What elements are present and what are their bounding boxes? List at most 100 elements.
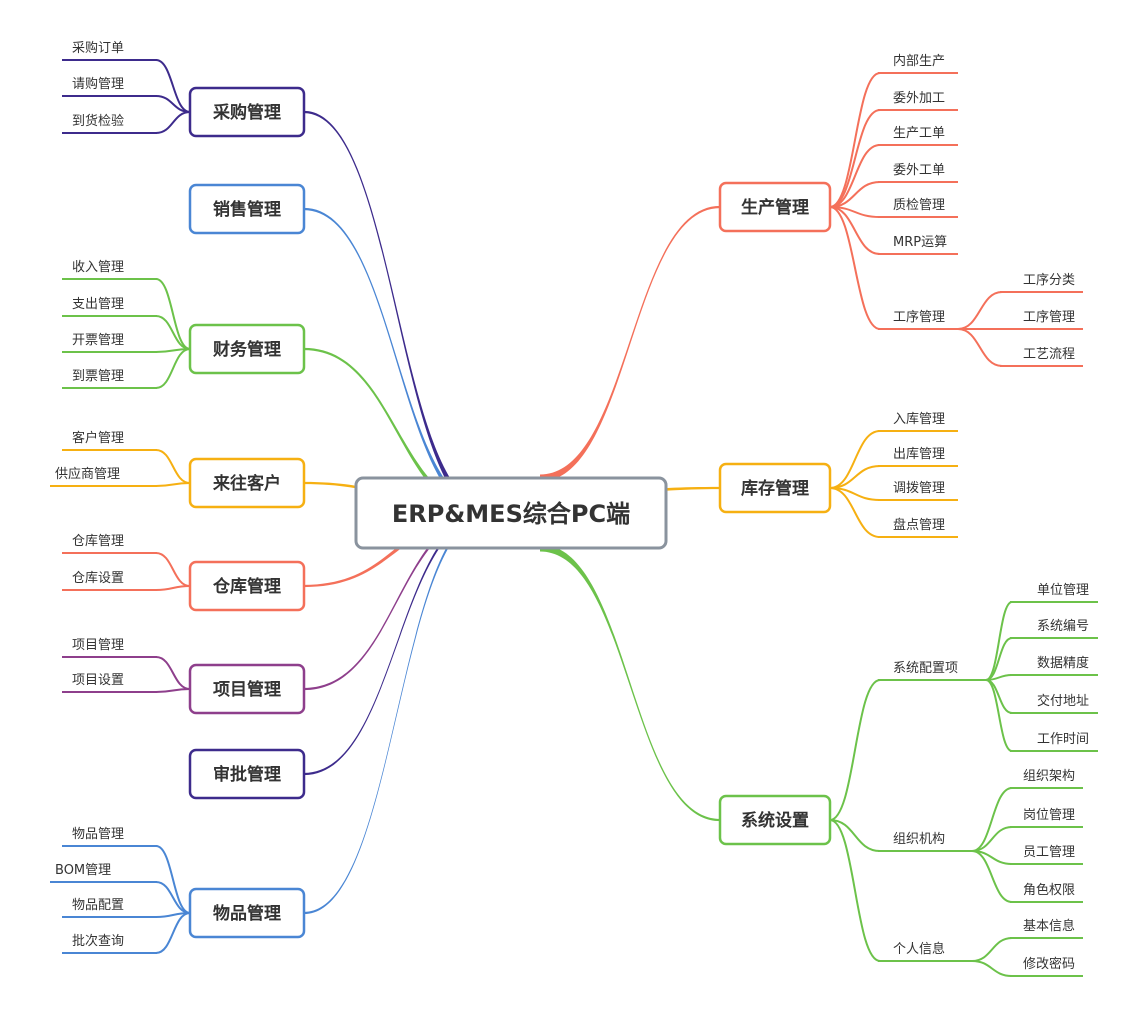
topic-label: 采购管理	[212, 102, 281, 123]
branch-connector	[829, 72, 881, 208]
topic-inventory[interactable]: 库存管理	[718, 462, 832, 514]
branch-connector	[155, 912, 191, 954]
sub-leaf-item: 修改密码	[1023, 956, 1075, 972]
branch-connector	[971, 937, 1013, 962]
topic-box	[718, 462, 832, 514]
branch-connector	[985, 679, 1013, 714]
branch-connectors	[50, 59, 1098, 977]
topic-label: 来往客户	[212, 473, 281, 494]
trunk-connector	[304, 511, 490, 776]
topic-customers[interactable]: 来往客户	[188, 457, 306, 509]
topic-box	[188, 323, 306, 375]
sub-leaf-item: 角色权限	[1023, 882, 1075, 898]
sub-leaf-item: 岗位管理	[1023, 808, 1075, 823]
branch-connector	[155, 845, 191, 914]
branch-connector	[829, 679, 881, 821]
trunk-connector	[304, 510, 490, 915]
leaf-item: 供应商管理	[55, 466, 120, 482]
leaf-item: 委外工单	[893, 163, 945, 178]
sub-leaf-item: 员工管理	[1023, 845, 1075, 860]
leaf-item: 质检管理	[893, 198, 945, 213]
leaf-item: 开票管理	[72, 333, 124, 348]
leaf-item: 项目管理	[72, 638, 124, 653]
leaf-item: 系统配置项	[893, 661, 958, 676]
leaf-item: BOM管理	[55, 863, 111, 878]
branch-connector	[829, 819, 881, 962]
sub-leaf-item: 数据精度	[1037, 655, 1089, 671]
topic-label: 生产管理	[741, 197, 809, 218]
topic-box	[188, 560, 306, 612]
leaf-item: 项目设置	[72, 673, 124, 688]
branch-connector	[985, 601, 1013, 681]
leaf-item: 支出管理	[72, 297, 124, 312]
branch-connector	[829, 109, 881, 208]
topic-label: 系统设置	[741, 810, 809, 831]
topic-label: 仓库管理	[212, 576, 281, 597]
branch-connector	[829, 487, 881, 538]
branch-connector	[829, 144, 881, 208]
central-topic[interactable]: ERP&MES综合PC端	[354, 476, 668, 550]
topic-approval[interactable]: 审批管理	[188, 748, 306, 800]
topic-label: 物品管理	[213, 903, 281, 924]
topic-production[interactable]: 生产管理	[718, 181, 832, 233]
topic-system[interactable]: 系统设置	[718, 794, 832, 846]
leaf-item: 入库管理	[893, 411, 945, 427]
branch-connector	[155, 688, 191, 693]
central-topic-box	[354, 476, 668, 550]
branch-connector	[829, 206, 881, 330]
topic-label: 项目管理	[213, 679, 281, 700]
sub-leaf-item: 单位管理	[1037, 583, 1089, 598]
branch-connector	[829, 206, 881, 255]
leaf-item: 批次查询	[72, 933, 124, 949]
branch-connector	[985, 637, 1013, 681]
topic-box	[718, 181, 832, 233]
leaf-item: 调拨管理	[893, 481, 945, 496]
branch-connector	[155, 482, 191, 487]
topic-finance[interactable]: 财务管理	[188, 323, 306, 375]
leaf-item: 个人信息	[893, 941, 945, 957]
topic-box	[188, 457, 306, 509]
branch-connector	[155, 881, 191, 914]
branch-connector	[829, 181, 881, 208]
leaf-item: 委外加工	[893, 91, 945, 106]
nodes-layer: 采购管理采购订单请购管理到货检验销售管理财务管理收入管理支出管理开票管理到票管理…	[55, 40, 1089, 972]
sub-leaf-item: 工序管理	[1023, 310, 1075, 325]
branch-connector	[829, 819, 881, 852]
branch-connector	[971, 826, 1013, 852]
topic-project[interactable]: 项目管理	[188, 663, 306, 715]
branch-connector	[155, 348, 191, 389]
topic-box	[188, 183, 306, 235]
branch-connector	[971, 960, 1013, 977]
topic-label: 库存管理	[741, 478, 809, 499]
branch-connector	[957, 291, 1003, 330]
sub-leaf-item: 系统编号	[1037, 619, 1089, 634]
topic-box	[188, 748, 306, 800]
branch-connector	[155, 315, 191, 350]
topic-goods[interactable]: 物品管理	[188, 887, 306, 939]
leaf-item: 仓库设置	[72, 570, 124, 586]
branch-connector	[155, 449, 191, 484]
leaf-item: 到货检验	[72, 113, 124, 129]
leaf-item: 盘点管理	[893, 517, 945, 533]
topic-sales[interactable]: 销售管理	[188, 183, 306, 235]
branch-connector	[829, 430, 881, 489]
topic-label: 销售管理	[213, 199, 281, 220]
branch-connector	[971, 850, 1013, 903]
leaf-item: 组织机构	[893, 832, 945, 847]
branch-connector	[155, 585, 191, 591]
sub-leaf-item: 基本信息	[1023, 918, 1075, 934]
topic-box	[188, 86, 306, 138]
sub-leaf-item: 工作时间	[1037, 732, 1089, 747]
trunk-connector	[304, 511, 490, 691]
leaf-item: MRP运算	[893, 235, 947, 250]
topic-box	[718, 794, 832, 846]
topic-purchase[interactable]: 采购管理	[188, 86, 306, 138]
sub-leaf-item: 工序分类	[1023, 273, 1075, 288]
branch-connector	[155, 656, 191, 690]
leaf-item: 出库管理	[893, 446, 945, 462]
leaf-item: 物品管理	[72, 827, 124, 842]
topic-warehouse[interactable]: 仓库管理	[188, 560, 306, 612]
leaf-item: 物品配置	[72, 898, 124, 913]
topic-box	[188, 887, 306, 939]
topic-label: 审批管理	[213, 764, 281, 785]
